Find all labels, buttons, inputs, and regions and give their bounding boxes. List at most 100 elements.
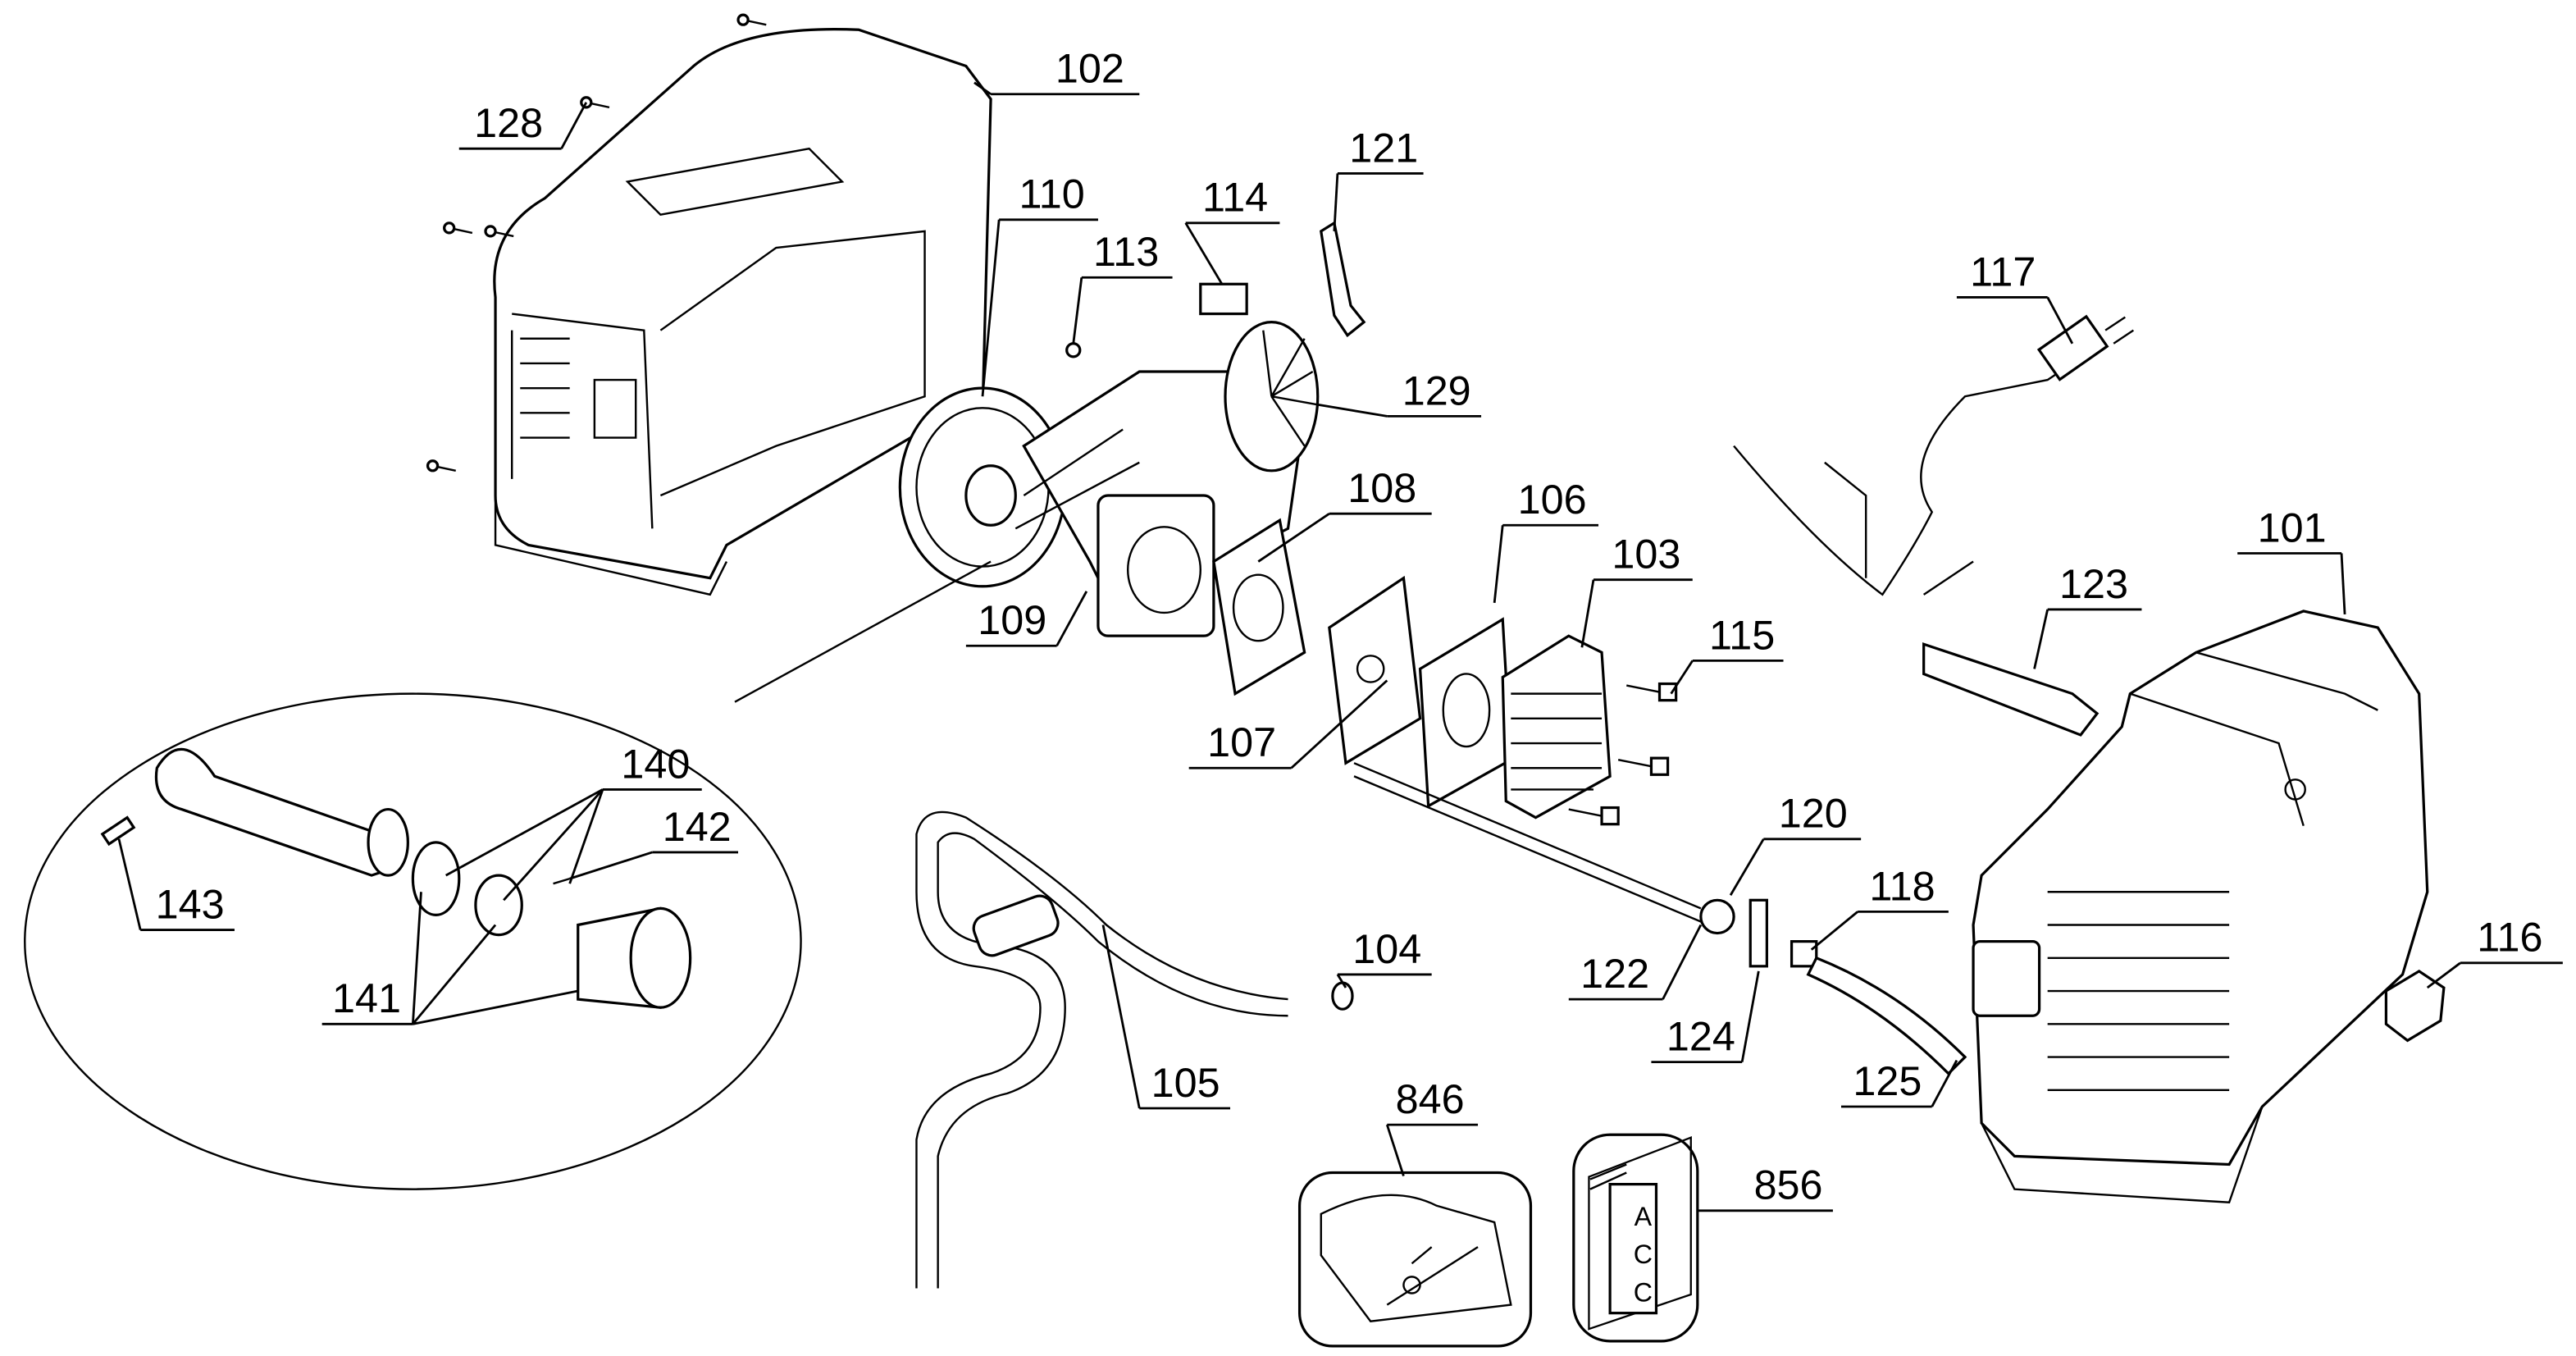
part-number-label: 140 xyxy=(621,740,690,787)
callout-116: 116 xyxy=(2426,914,2563,989)
leader-line xyxy=(2340,553,2346,615)
leader-line xyxy=(445,788,604,877)
callout-122: 122 xyxy=(1568,924,1703,1001)
leader-line xyxy=(1385,1124,1405,1176)
part-number-label: 118 xyxy=(1869,862,1935,909)
part-number-label: 124 xyxy=(1666,1013,1735,1060)
clip-124 xyxy=(1748,898,1768,968)
part-number-label: 116 xyxy=(2477,914,2542,961)
leader-line xyxy=(503,788,604,902)
part-number-label: 122 xyxy=(1580,950,1649,997)
part-number-label: 114 xyxy=(1202,174,1268,221)
hardware-bag-846 xyxy=(1297,1171,1533,1348)
callout-846: 846 xyxy=(1385,1075,1479,1176)
part-number-label: 102 xyxy=(1055,45,1124,92)
leader-line xyxy=(569,851,653,880)
card-letter: A xyxy=(1635,1202,1653,1231)
power-cord-117 xyxy=(1733,314,2135,596)
switch-116 xyxy=(2384,969,2446,1043)
hose-105 xyxy=(915,810,1288,1289)
part-114 xyxy=(1199,282,1248,316)
gasket-106 xyxy=(1418,617,1512,809)
leader-line xyxy=(1662,924,1703,1000)
callout-107: 107 xyxy=(1188,679,1388,769)
gasket-108 xyxy=(1212,518,1306,696)
connecting-rod-detail xyxy=(24,560,992,1190)
part-number-label: 115 xyxy=(1709,611,1775,658)
leader-line xyxy=(1055,591,1088,646)
callout-105: 105 xyxy=(1101,925,1231,1110)
housing-half-101 xyxy=(1972,610,2429,1204)
callout-142: 142 xyxy=(569,803,739,880)
callout-118: 118 xyxy=(1810,862,1949,951)
callout-labels: 1011021031041051061071081091101131141151… xyxy=(117,45,2563,1212)
leader-line xyxy=(1493,525,1504,604)
callout-125: 125 xyxy=(1840,1057,1958,1108)
leader-line xyxy=(413,989,579,1025)
part-number-label: 107 xyxy=(1207,719,1276,765)
part-number-label: 141 xyxy=(332,975,401,1021)
leader-line xyxy=(1810,911,1859,951)
callout-141: 141 xyxy=(321,892,579,1025)
part-number-label: 125 xyxy=(1853,1057,1922,1104)
callout-110: 110 xyxy=(981,171,1098,397)
leader-line xyxy=(1336,974,1347,988)
leader-line xyxy=(2046,296,2074,345)
callout-101: 101 xyxy=(2237,504,2346,615)
brush-121 xyxy=(1320,221,1366,338)
part-number-label: 101 xyxy=(2258,504,2327,550)
callout-121: 121 xyxy=(1333,124,1424,231)
callout-114: 114 xyxy=(1184,174,1280,285)
leader-line xyxy=(1670,660,1694,695)
outlet-tube-122 xyxy=(1353,762,1768,968)
leader-line xyxy=(1740,970,1760,1062)
callout-124: 124 xyxy=(1651,970,1760,1064)
part-number-label: 104 xyxy=(1352,925,1421,972)
part-number-label: 117 xyxy=(1970,248,2036,294)
leader-line xyxy=(1184,222,1224,285)
leader-line xyxy=(1729,838,1765,896)
leader-line xyxy=(411,892,422,1025)
callout-109: 109 xyxy=(965,591,1088,647)
part-number-label: 143 xyxy=(156,880,225,927)
part-number-label: 142 xyxy=(663,803,732,850)
part-number-label: 108 xyxy=(1347,464,1416,511)
callout-856: 856 xyxy=(1697,1162,1833,1212)
pulley-110 xyxy=(898,386,1067,588)
callout-128: 128 xyxy=(458,99,588,150)
card-letter: C xyxy=(1634,1240,1653,1269)
accessory-card-856: A C C xyxy=(1572,1133,1699,1343)
part-number-label: 123 xyxy=(2059,560,2128,607)
callout-102: 102 xyxy=(973,45,1140,96)
screws-128 xyxy=(426,13,767,473)
leader-line xyxy=(412,924,497,1025)
part-number-label: 110 xyxy=(1019,171,1084,217)
callout-140: 140 xyxy=(445,740,702,902)
connecting-rod xyxy=(154,747,399,877)
callout-117: 117 xyxy=(1956,248,2074,345)
part-number-label: 121 xyxy=(1349,124,1418,171)
callout-108: 108 xyxy=(1257,464,1432,563)
leader-line xyxy=(981,219,1001,397)
leader-line xyxy=(1072,277,1083,344)
callout-115: 115 xyxy=(1670,611,1784,695)
cylinder-head-103 xyxy=(1501,634,1612,820)
screw-113 xyxy=(1065,342,1082,358)
fitting-118 xyxy=(1790,940,1818,968)
callout-120: 120 xyxy=(1729,790,1862,896)
fan-129 xyxy=(1224,321,1320,473)
leader-line xyxy=(1257,512,1330,563)
leader-line xyxy=(1317,403,1388,418)
hose-125 xyxy=(1806,956,1967,1075)
callout-143: 143 xyxy=(117,838,235,931)
callout-123: 123 xyxy=(2033,560,2142,669)
callout-106: 106 xyxy=(1493,476,1599,604)
leader-line xyxy=(1580,579,1595,648)
housing-half-102 xyxy=(493,28,992,596)
bolts-115 xyxy=(1568,682,1678,826)
leader-line xyxy=(1290,679,1388,769)
leader-line xyxy=(560,102,588,149)
part-number-label: 109 xyxy=(978,596,1046,643)
callout-129: 129 xyxy=(1317,367,1482,418)
